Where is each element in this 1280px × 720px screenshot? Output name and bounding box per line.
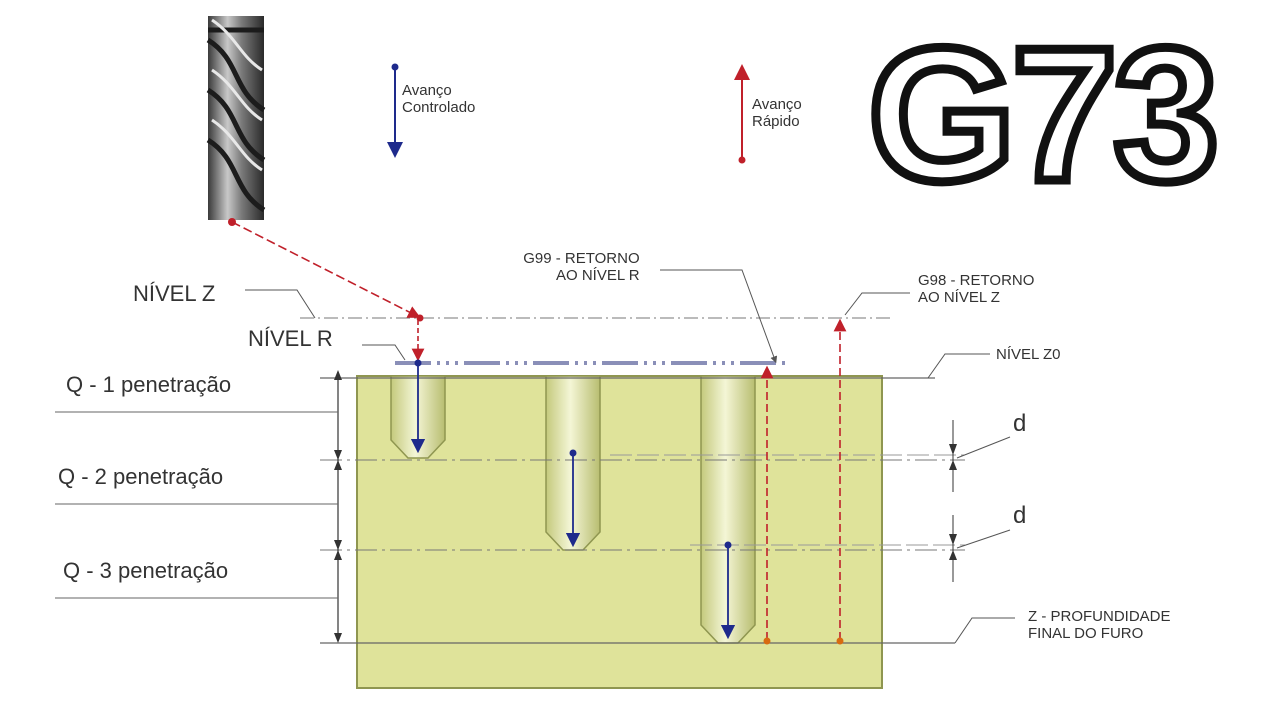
leader-nivel-z: [245, 289, 316, 319]
g98-label: G98 - RETORNO AO NÍVEL Z: [918, 272, 1035, 307]
retract-d-label-2: d: [1013, 502, 1027, 529]
nivel-z0-label: NÍVEL Z0: [996, 346, 1061, 363]
leader-final-depth: [954, 617, 1015, 644]
legend-rapid-arrow: [734, 64, 750, 164]
peck-3-label: Q - 3 penetração: [63, 558, 229, 583]
nivel-z-label: NÍVEL Z: [133, 281, 216, 306]
rapid-approach-path: [231, 221, 421, 318]
legend-rapid-label: Avanço Rápido: [752, 96, 802, 131]
retract-d-label-1: d: [1013, 410, 1027, 437]
peck-2-label: Q - 2 penetração: [58, 464, 224, 489]
legend-controlled-label: Avanço Controlado: [402, 82, 476, 117]
leader-g98: [844, 292, 910, 316]
nivel-r-label: NÍVEL R: [248, 326, 333, 351]
final-depth-label: Z - PROFUNDIDADE FINAL DO FURO: [1028, 608, 1171, 643]
peck-1-label: Q - 1 penetração: [66, 372, 232, 397]
g73-title: G73: [863, 9, 1223, 221]
leader-g99: [660, 269, 778, 364]
leader-nivel-z0: [927, 353, 990, 379]
peck-dimension: [55, 370, 342, 643]
retract-dimension-2: [949, 515, 1011, 582]
drill-bit: [206, 16, 266, 226]
retract-dimension-1: [949, 420, 1011, 492]
legend-controlled-arrow: [387, 63, 403, 158]
leader-nivel-r: [362, 344, 406, 361]
g99-label: G99 - RETORNO AO NÍVEL R: [523, 250, 640, 285]
